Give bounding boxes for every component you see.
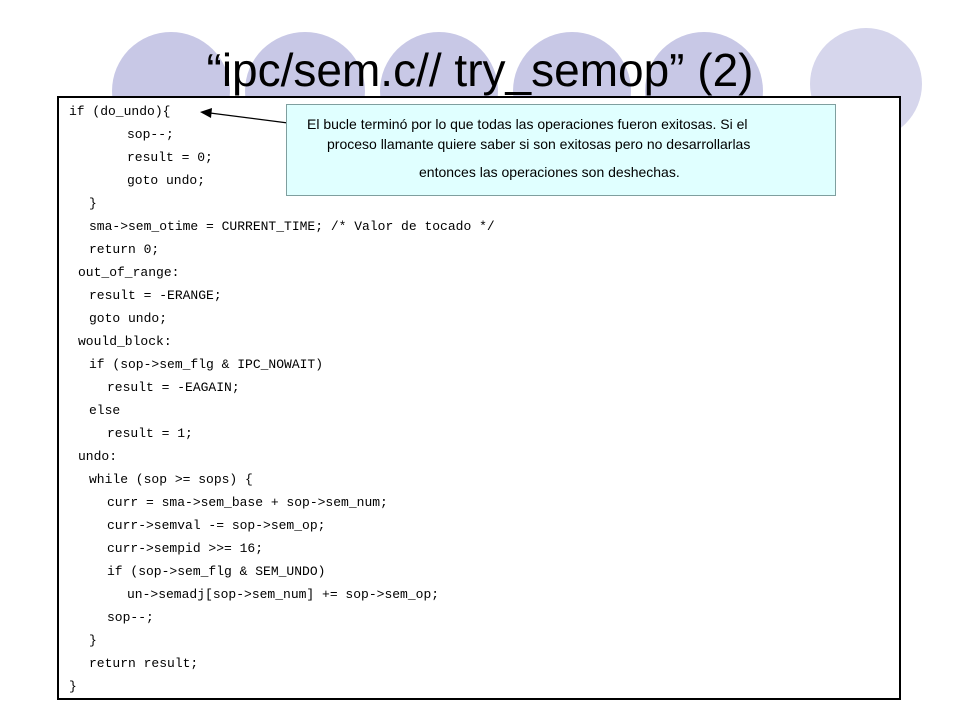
code-line: un->semadj[sop->sem_num] += sop->sem_op; (127, 587, 440, 602)
code-line: result = -EAGAIN; (107, 380, 240, 395)
slide-title: “ipc/sem.c// try_semop” (2) (206, 44, 754, 96)
code-line: return result; (89, 656, 199, 671)
code-line: else (89, 403, 121, 418)
code-line: goto undo; (89, 311, 168, 326)
code-line: result = -ERANGE; (89, 288, 222, 303)
callout-box: El bucle terminó por lo que todas las op… (286, 104, 836, 196)
code-line: result = 1; (107, 426, 193, 441)
code-line: if (do_undo){ (69, 104, 171, 119)
code-line: if (sop->sem_flg & SEM_UNDO) (107, 564, 326, 579)
code-box: if (do_undo){ sop--; result = 0; goto un… (57, 96, 901, 700)
code-line: out_of_range: (78, 265, 180, 280)
code-line: sop--; (127, 127, 174, 142)
code-line: } (69, 679, 77, 694)
code-line: curr->semval -= sop->sem_op; (107, 518, 326, 533)
code-line: } (89, 196, 97, 211)
code-line: } (89, 633, 97, 648)
code-line: goto undo; (127, 173, 206, 188)
callout-line-2: proceso llamante quiere saber si son exi… (327, 136, 751, 152)
code-line: curr->sempid >>= 16; (107, 541, 264, 556)
code-line: if (sop->sem_flg & IPC_NOWAIT) (89, 357, 324, 372)
code-line: while (sop >= sops) { (89, 472, 253, 487)
code-line: result = 0; (127, 150, 213, 165)
code-line: would_block: (78, 334, 172, 349)
code-line: curr = sma->sem_base + sop->sem_num; (107, 495, 388, 510)
code-line: return 0; (89, 242, 160, 257)
code-line: undo: (78, 449, 118, 464)
code-line: sma->sem_otime = CURRENT_TIME; /* Valor … (89, 219, 495, 234)
code-line: sop--; (107, 610, 154, 625)
callout-line-3: entonces las operaciones son deshechas. (419, 164, 680, 180)
callout-line-1: El bucle terminó por lo que todas las op… (307, 116, 748, 132)
